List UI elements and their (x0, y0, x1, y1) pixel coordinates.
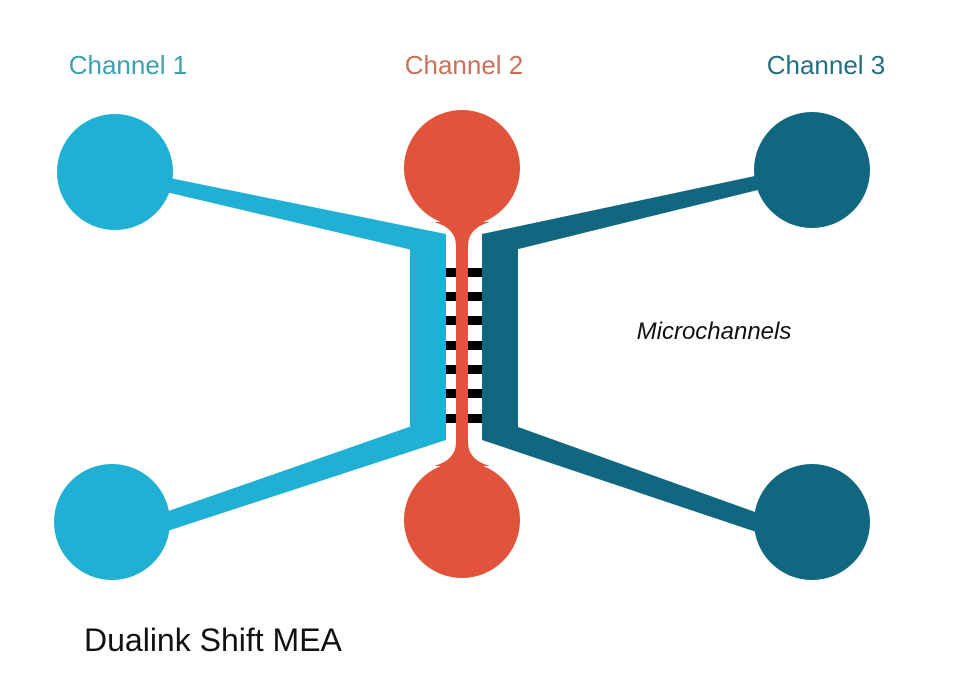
channel-3-upper-arm (482, 170, 783, 258)
channel-2-reservoir-top (404, 110, 520, 226)
channel-2-reservoir-bottom (404, 462, 520, 578)
channel-1-central-bar (410, 234, 446, 440)
channel-3-reservoir-top (754, 112, 870, 228)
channel-3-reservoir-bottom (754, 464, 870, 580)
channel-3-central-bar (482, 234, 518, 440)
channel-2 (404, 110, 520, 578)
channel-1-reservoir-top (57, 114, 173, 230)
channel-1-lower-arm (137, 414, 446, 538)
channel-2-neck-top (434, 222, 490, 246)
channel-3 (482, 112, 870, 580)
microchannels-label: Microchannels (637, 318, 792, 345)
channel-2-central-bar (456, 240, 468, 448)
channel-1-upper-arm (140, 172, 446, 258)
channel-3-lower-arm (482, 414, 783, 538)
channel-2-neck-bottom (434, 442, 490, 466)
channel-3-label: Channel 3 (767, 50, 886, 80)
channel-2-label: Channel 2 (405, 50, 524, 80)
channel-1-label: Channel 1 (69, 50, 188, 80)
channel-1 (54, 114, 446, 580)
channel-1-reservoir-bottom (54, 464, 170, 580)
diagram-title: Dualink Shift MEA (84, 622, 342, 658)
